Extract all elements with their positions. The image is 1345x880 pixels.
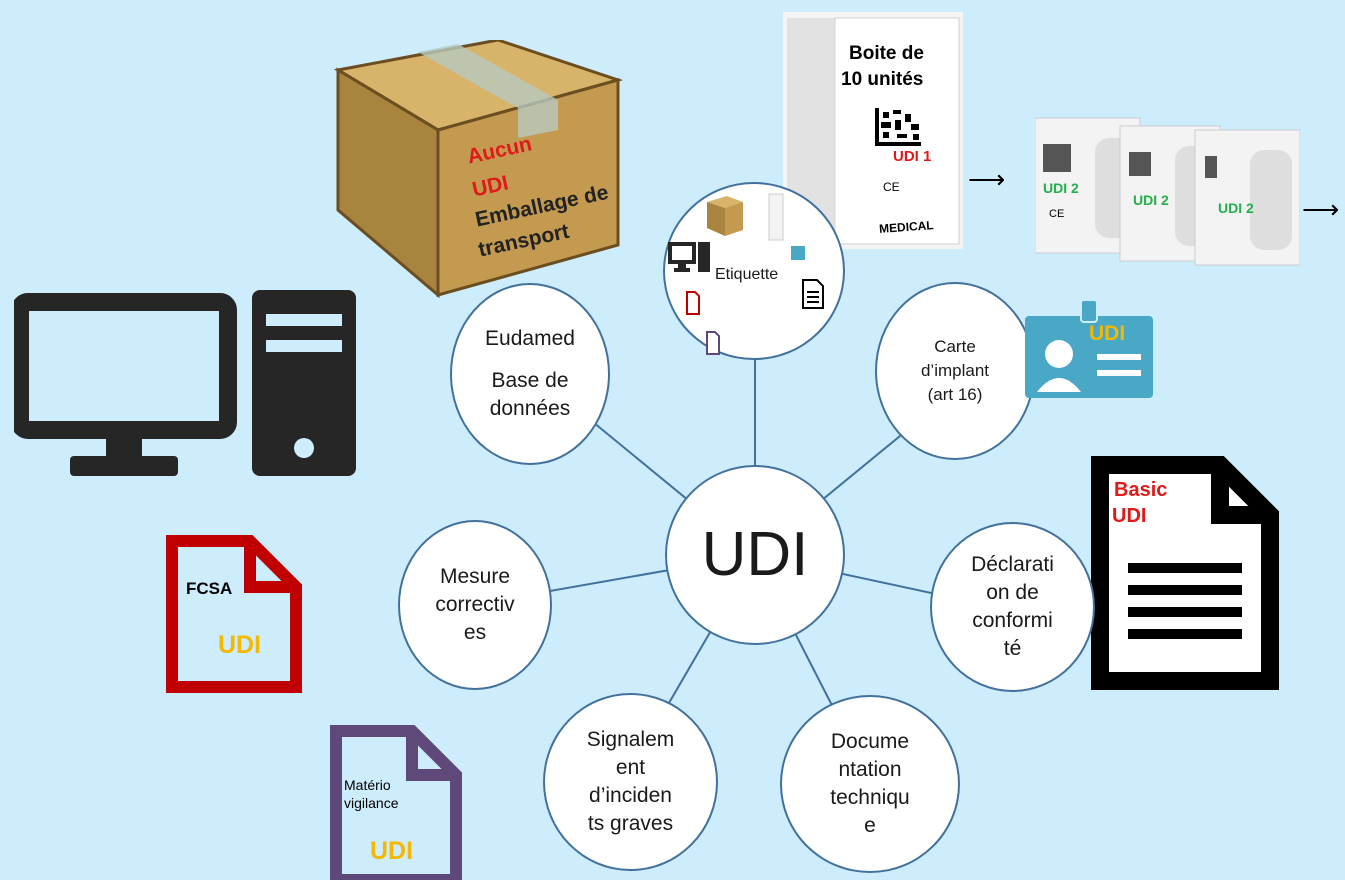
mini-computer-icon: [668, 242, 710, 272]
mini-document-icon: [802, 279, 824, 309]
cardboard-box-icon: [333, 38, 624, 299]
materio-udi: UDI: [370, 837, 414, 865]
carte-label: Carte d’implant (art 16): [920, 337, 990, 404]
main-box-title-2: 10 unités: [841, 69, 924, 90]
eudamed-title: Eudamed: [485, 327, 575, 350]
ce-mark: CE: [1049, 208, 1065, 220]
mini-packaging-icon: [707, 193, 784, 241]
ce-mark: CE: [883, 180, 900, 194]
udi-2-label: UDI 2: [1218, 200, 1254, 216]
mesure-label: Mesure correctiv es: [435, 565, 515, 644]
basic-udi-line2: UDI: [1112, 505, 1147, 527]
etiquette-label: Etiquette: [715, 266, 779, 283]
documentation-label: Docume ntation techniqu e: [830, 730, 910, 837]
signalement-label: Signalem ent d’inciden ts graves: [586, 728, 675, 835]
implant-card: UDI: [1025, 300, 1155, 400]
unit-boxes: UDI 2 UDI 2 UDI 2 CE: [1035, 108, 1300, 268]
mini-materio-icon: [706, 331, 720, 355]
node-mesure-correctives: Mesure correctiv es: [398, 520, 552, 690]
mini-fcsa-icon: [686, 291, 700, 315]
arrow-right-icon: ⟶: [1302, 194, 1340, 224]
fcsa-document: FCSA UDI: [166, 535, 302, 693]
document-icon: [1091, 456, 1279, 690]
fcsa-title: FCSA: [186, 579, 233, 598]
transport-box: Aucun UDI Emballage de transport: [328, 38, 628, 300]
document-icon: [330, 725, 462, 880]
udi-2-label: UDI 2: [1133, 192, 1169, 208]
udi-2-label: UDI 2: [1043, 180, 1079, 196]
fcsa-udi: UDI: [218, 631, 262, 659]
id-card-icon: [1025, 300, 1153, 398]
datamatrix-icon: [875, 108, 921, 146]
basic-udi-line1: Basic: [1114, 479, 1168, 501]
node-eudamed: Eudamed Base de données: [450, 283, 610, 465]
mini-card-icon: [791, 246, 805, 260]
node-declaration: Déclarati on de conformi té: [930, 522, 1095, 692]
udi-1-label: UDI 1: [893, 148, 932, 165]
node-carte-implant: Carte d’implant (art 16): [875, 282, 1035, 460]
materio-title-1: Matério: [344, 777, 391, 793]
eudamed-subtitle: Base de données: [489, 369, 571, 420]
materiovigilance-document: Matério vigilance UDI: [330, 725, 462, 880]
node-signalement: Signalem ent d’inciden ts graves: [543, 693, 718, 871]
basic-udi-document: Basic UDI: [1090, 455, 1280, 690]
declaration-label: Déclarati on de conformi té: [971, 553, 1054, 660]
implant-card-udi: UDI: [1089, 322, 1126, 345]
node-documentation: Docume ntation techniqu e: [780, 695, 960, 873]
arrow-right-icon: ⟶: [968, 164, 1006, 194]
hub-label: UDI: [701, 520, 809, 589]
main-box-title-1: Boite de: [849, 43, 924, 64]
materio-title-2: vigilance: [344, 795, 399, 811]
node-etiquette: Etiquette: [663, 182, 845, 360]
hub-udi: UDI: [665, 465, 845, 645]
unit-box-icons: [1035, 117, 1300, 266]
computer-icon: [14, 290, 356, 476]
document-icon: [166, 535, 302, 693]
